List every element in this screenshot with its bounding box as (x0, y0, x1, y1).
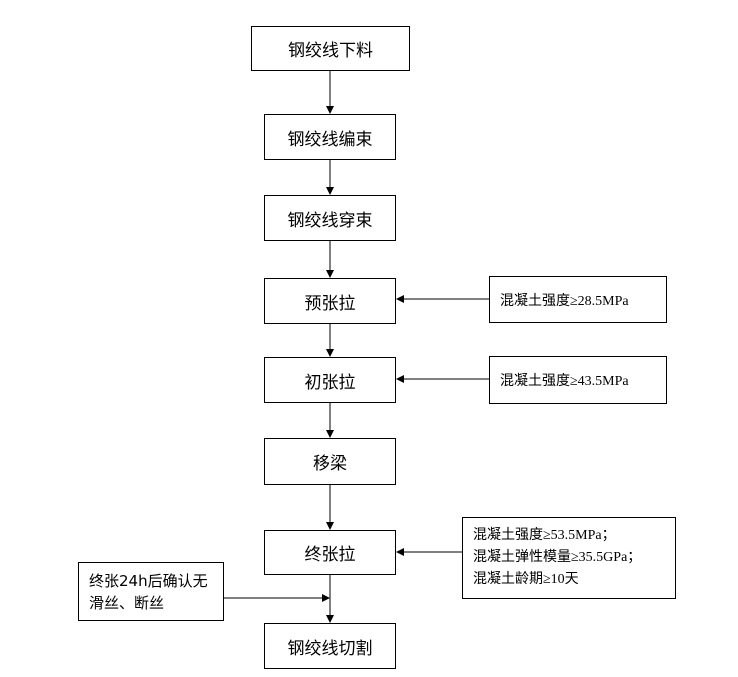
condition-text: 混凝土强度≥28.5MPa (500, 293, 629, 309)
note-line-2: 滑丝、断丝 (89, 593, 165, 612)
condition-final-tension: 混凝土强度≥53.5MPa； 混凝土弹性模量≥35.5GPa； 混凝土龄期≥10… (462, 517, 676, 599)
step-final-tension: 终张拉 (264, 530, 396, 575)
condition-text: 混凝土强度≥43.5MPa (500, 374, 629, 389)
step-label: 终张拉 (304, 545, 356, 565)
step-label: 钢绞线下料 (288, 41, 373, 61)
step-initial-tension: 初张拉 (264, 357, 396, 403)
step-label: 钢绞线编束 (287, 129, 373, 150)
step-strand-cutting-to-length: 钢绞线下料 (251, 26, 410, 71)
step-strand-cutting: 钢绞线切割 (264, 623, 396, 669)
step-move-beam: 移梁 (264, 438, 396, 485)
condition-pretension: 混凝土强度≥28.5MPa (489, 276, 667, 323)
note-line-1: 终张24h后确认无 (89, 571, 208, 590)
note-check-after-24h: 终张24h后确认无 滑丝、断丝 (78, 562, 224, 621)
condition-text-age: 混凝土龄期≥10天 (473, 572, 579, 587)
step-strand-bundling: 钢绞线编束 (264, 114, 396, 160)
step-pretension: 预张拉 (264, 278, 396, 324)
step-strand-threading: 钢绞线穿束 (264, 195, 396, 241)
step-label: 预张拉 (304, 293, 356, 314)
step-label: 初张拉 (304, 372, 356, 393)
condition-text-strength: 混凝土强度≥53.5MPa； (473, 528, 616, 543)
step-label: 钢绞线穿束 (287, 210, 373, 231)
condition-initial-tension: 混凝土强度≥43.5MPa (489, 356, 667, 404)
step-label: 移梁 (313, 454, 347, 474)
condition-text-modulus: 混凝土弹性模量≥35.5GPa； (473, 550, 642, 565)
step-label: 钢绞线切割 (287, 638, 373, 659)
